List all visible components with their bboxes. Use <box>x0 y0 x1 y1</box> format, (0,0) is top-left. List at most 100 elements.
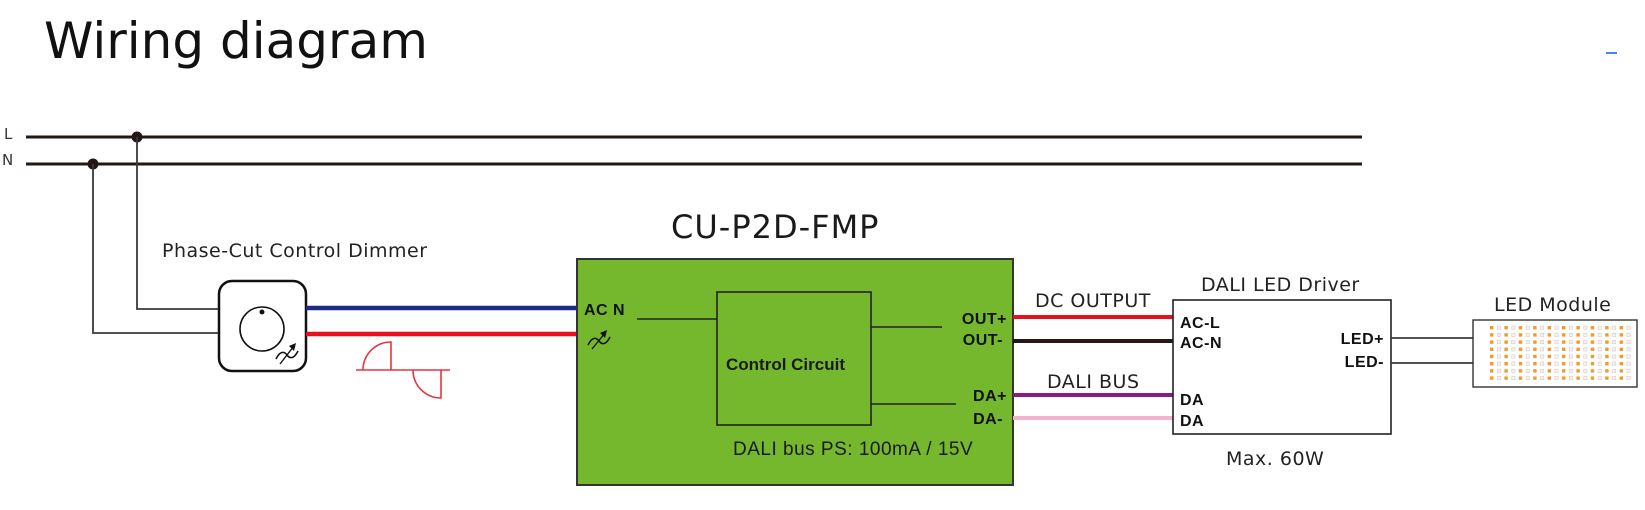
dc-output-label: DC OUTPUT <box>1035 290 1151 312</box>
led-chip <box>1496 376 1501 381</box>
led-chip <box>1597 354 1602 359</box>
dali-bus-label: DALI BUS <box>1047 371 1140 393</box>
led-chip <box>1576 354 1580 359</box>
controller-body[interactable] <box>576 258 1014 486</box>
led-grid <box>1490 325 1631 381</box>
led-chip <box>1583 325 1588 330</box>
led-chip <box>1590 333 1595 337</box>
led-module-label: LED Module <box>1494 294 1611 316</box>
led-chip <box>1626 325 1631 330</box>
led-chip <box>1605 354 1609 359</box>
led-chip <box>1605 369 1609 373</box>
led-chip <box>1547 326 1551 330</box>
led-chip <box>1490 333 1494 337</box>
led-chip <box>1540 354 1545 359</box>
pin-out-minus: OUT- <box>963 332 1003 349</box>
led-module[interactable] <box>1472 319 1638 388</box>
controller-dimming-symbol-icon <box>587 330 611 350</box>
driver-pin-ac-n: AC-N <box>1180 335 1222 352</box>
led-chip <box>1619 362 1623 366</box>
led-chip <box>1540 347 1545 352</box>
driver-body[interactable] <box>1172 299 1392 435</box>
led-chip <box>1568 368 1573 373</box>
pin-da-plus: DA+ <box>973 388 1007 405</box>
dimmer[interactable] <box>217 279 308 373</box>
led-chip <box>1562 354 1566 359</box>
dimmer-knob-icon <box>239 306 285 352</box>
led-chip <box>1626 340 1631 345</box>
led-chip <box>1612 340 1617 345</box>
led-chip <box>1496 332 1501 337</box>
led-chip <box>1583 354 1588 359</box>
led-chip <box>1612 376 1617 381</box>
led-chip <box>1518 347 1523 351</box>
led-chip <box>1554 368 1559 373</box>
led-chip <box>1525 340 1530 345</box>
led-chip <box>1605 376 1609 380</box>
led-chip <box>1504 340 1508 344</box>
mains-line-label: L <box>4 125 13 143</box>
led-chip <box>1547 362 1551 366</box>
led-chip <box>1619 347 1623 351</box>
led-chip <box>1554 354 1559 359</box>
led-chip <box>1612 325 1617 330</box>
led-chip <box>1554 376 1559 381</box>
led-chip <box>1547 340 1551 344</box>
led-chip <box>1525 347 1530 352</box>
led-chip <box>1590 369 1595 373</box>
pin-out-plus: OUT+ <box>962 311 1007 328</box>
led-chip <box>1511 376 1516 381</box>
led-chip <box>1562 376 1566 380</box>
led-chip <box>1626 376 1631 381</box>
led-chip <box>1576 362 1580 366</box>
led-chip <box>1626 347 1631 352</box>
led-chip <box>1597 376 1602 381</box>
led-chip <box>1511 340 1516 345</box>
led-chip <box>1590 340 1595 344</box>
driver-pin-da-1: DA <box>1180 392 1204 409</box>
led-chip <box>1568 325 1573 330</box>
led-chip <box>1619 340 1623 344</box>
led-chip <box>1568 347 1573 352</box>
led-chip <box>1533 333 1537 337</box>
led-chip <box>1525 325 1530 330</box>
led-chip <box>1490 369 1494 373</box>
led-chip <box>1605 333 1609 337</box>
led-chip <box>1619 376 1623 380</box>
control-circuit-block <box>716 291 872 426</box>
led-chip <box>1605 362 1609 366</box>
dimmer-body[interactable] <box>217 279 308 373</box>
led-chip <box>1626 332 1631 337</box>
led-chip <box>1568 354 1573 359</box>
led-chip <box>1612 368 1617 373</box>
controller-unit[interactable]: AC N Control Circuit OUT+ OUT- DA+ DA- D… <box>576 258 1014 486</box>
led-chip <box>1576 347 1580 351</box>
led-chip <box>1518 326 1523 330</box>
led-chip <box>1540 368 1545 373</box>
dali-led-driver[interactable]: AC-L AC-N DA DA LED+ LED- <box>1172 299 1392 435</box>
led-chip <box>1496 354 1501 359</box>
led-chip <box>1504 376 1508 380</box>
led-chip <box>1619 354 1623 359</box>
led-chip <box>1605 326 1609 330</box>
led-chip <box>1490 326 1494 330</box>
led-chip <box>1562 347 1566 351</box>
led-chip <box>1597 361 1602 366</box>
led-chip <box>1525 368 1530 373</box>
led-chip <box>1540 332 1545 337</box>
led-chip <box>1554 332 1559 337</box>
led-chip <box>1533 347 1537 351</box>
led-chip <box>1554 361 1559 366</box>
led-chip <box>1590 326 1595 330</box>
led-chip <box>1583 376 1588 381</box>
led-chip <box>1504 354 1508 359</box>
led-chip <box>1540 376 1545 381</box>
led-chip <box>1612 354 1617 359</box>
led-chip <box>1518 369 1523 373</box>
led-module-body[interactable] <box>1472 319 1638 388</box>
led-chip <box>1511 368 1516 373</box>
led-chip <box>1496 347 1501 352</box>
led-chip <box>1511 332 1516 337</box>
led-chip <box>1547 354 1551 359</box>
led-chip <box>1504 369 1508 373</box>
